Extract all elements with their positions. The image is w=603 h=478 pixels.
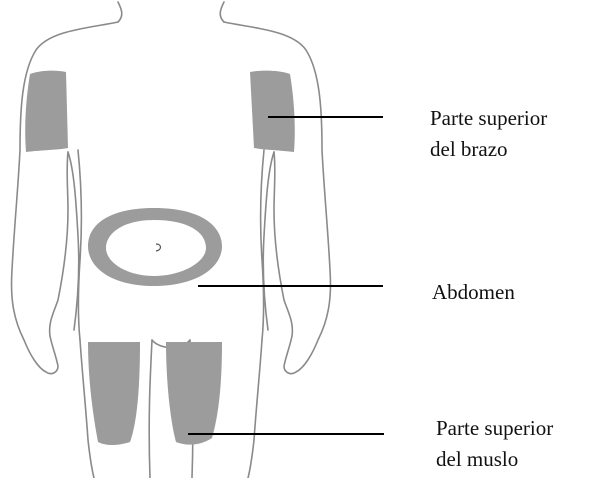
site-thigh-left	[88, 342, 140, 445]
label-upper-arm: Parte superior del brazo	[430, 103, 547, 165]
navel	[156, 244, 161, 251]
label-upper-arm-line2: del brazo	[430, 134, 547, 165]
label-upper-thigh-line1: Parte superior	[436, 413, 553, 444]
label-upper-thigh: Parte superior del muslo	[436, 413, 553, 475]
site-upper-arm-right	[250, 71, 295, 152]
site-thigh-right	[166, 342, 222, 445]
label-abdomen-line1: Abdomen	[432, 277, 515, 308]
label-upper-thigh-line2: del muslo	[436, 444, 553, 475]
label-abdomen: Abdomen	[432, 277, 515, 308]
site-upper-arm-left	[25, 71, 68, 152]
site-abdomen	[88, 208, 222, 286]
label-upper-arm-line1: Parte superior	[430, 103, 547, 134]
